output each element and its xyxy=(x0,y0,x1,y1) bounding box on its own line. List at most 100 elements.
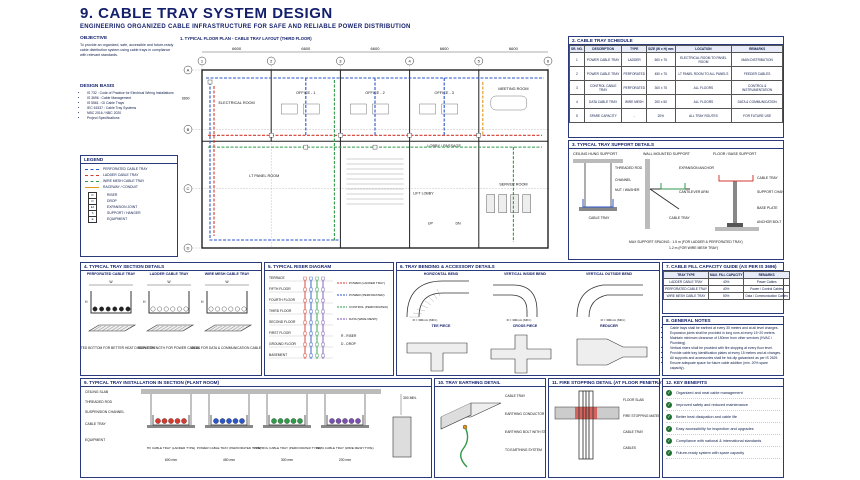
floor-label: FIFTH FLOOR xyxy=(269,287,291,291)
tray-rung xyxy=(92,325,102,332)
benefit-item: ✓Better heat dissipation and cable life xyxy=(666,412,780,423)
table-cell: MAIN DISTRIBUTION xyxy=(731,52,783,67)
bend-radius: R = 300mm (MIN.) xyxy=(601,318,626,322)
tray-rung xyxy=(217,325,227,332)
design-basis-item: NBC 2016 / NBC 2020 xyxy=(87,111,176,116)
legend-label: WIRE MESH CABLE TRAY xyxy=(103,179,145,183)
fire-label: CABLE TRAY xyxy=(623,430,644,434)
floor-label: THIRD FLOOR xyxy=(269,309,292,313)
install-title: 9. TYPICAL TRAY INSTALLATION IN SECTION … xyxy=(81,379,431,387)
objective-panel: OBJECTIVE To provide an organized, safe,… xyxy=(80,36,176,82)
legend-item: RACEWAY / CONDUIT xyxy=(85,184,173,190)
dim-label: 6600 xyxy=(301,46,311,51)
tray-rung xyxy=(208,325,218,332)
drawing-sheet: 9. CABLE TRAY SYSTEM DESIGN ENGINEERING … xyxy=(70,0,790,480)
earthing-label: CABLE TRAY xyxy=(505,394,526,398)
note-item: Ensure adequate space for future cable a… xyxy=(670,361,783,371)
riser-node xyxy=(315,309,319,314)
equipment xyxy=(392,416,412,458)
grid-row-label: B xyxy=(187,127,190,132)
suspension-channel xyxy=(147,425,195,428)
room-label: UP xyxy=(428,221,434,225)
table-header-cell: SIZE (W x H) mm xyxy=(646,45,676,53)
riser-node xyxy=(321,342,325,347)
earthing-title: 10. TRAY EARTHING DETAIL xyxy=(435,379,545,387)
note-item: Vertical risers shall be provided with f… xyxy=(670,346,783,351)
server-rack xyxy=(486,194,495,213)
riser-symbol xyxy=(268,133,274,138)
bend-rung xyxy=(412,312,423,315)
riser-node xyxy=(309,287,313,292)
riser-symbol xyxy=(207,79,213,85)
table-cell: FOR FUTURE USE xyxy=(731,108,783,123)
cable xyxy=(348,418,355,424)
riser-title: 5. TYPICAL RISER DIAGRAM xyxy=(265,263,393,271)
floor-label: SECOND FLOOR xyxy=(269,320,296,324)
legend-item: LADDER CABLE TRAY xyxy=(85,172,173,178)
riser-node xyxy=(321,276,325,281)
legend-symbol-label: RISER xyxy=(107,193,118,197)
grid-col-label: 1 xyxy=(201,59,204,64)
cable xyxy=(355,418,361,424)
tray-rung xyxy=(150,325,160,332)
riser-node xyxy=(321,298,325,303)
grid-col-label: 4 xyxy=(408,59,411,64)
benefits-list: ✓Organized and neat cable management✓Imp… xyxy=(663,388,783,459)
table-cell: 3 xyxy=(569,80,585,95)
check-icon: ✓ xyxy=(666,390,672,396)
schedule-panel: 2. CABLE TRAY SCHEDULE SR. NO.DESCRIPTIO… xyxy=(568,36,784,138)
room-label: ELECTRICAL ROOM xyxy=(219,101,255,105)
tee-piece xyxy=(406,342,468,372)
table-header-cell: DESCRIPTION xyxy=(583,45,623,53)
table-cell: 5 xyxy=(569,108,585,123)
legend-label: PERFORATED CABLE TRAY xyxy=(103,167,148,171)
section-h: H xyxy=(201,300,204,304)
check-icon: ✓ xyxy=(666,414,672,420)
table-cell: 20% xyxy=(646,108,676,123)
riser-node xyxy=(321,309,325,314)
riser-node xyxy=(315,276,319,281)
cable xyxy=(271,418,277,424)
tray-rung xyxy=(235,325,245,332)
section-h: H xyxy=(85,300,88,304)
section-name: LADDER CABLE TRAY xyxy=(150,272,189,276)
horizontal-bend xyxy=(406,280,469,318)
cable xyxy=(329,418,335,424)
fill-title: 7. CABLE FILL CAPACITY GUIDE (AS PER IS … xyxy=(663,263,783,271)
suspension-channel xyxy=(321,425,369,428)
bend-radius: R = 300mm (MIN.) xyxy=(507,318,532,322)
tray-route xyxy=(209,82,341,241)
section-note: IDEAL FOR DATA & COMMUNICATION CABLES xyxy=(191,346,261,350)
bends-title: 6. TRAY BENDING & ACCESSORY DETAILS xyxy=(397,263,659,271)
section-w: W xyxy=(225,280,229,284)
riser-node xyxy=(303,298,307,303)
grid-row-label: A xyxy=(187,68,190,73)
server-rack xyxy=(510,194,519,213)
floor-plan-panel: 1. TYPICAL FLOOR PLAN - CABLE TRAY LAYOU… xyxy=(180,36,564,260)
check-icon: ✓ xyxy=(666,438,672,444)
tray-rung xyxy=(97,325,106,332)
bend-rung xyxy=(428,296,435,303)
cable xyxy=(177,306,182,312)
cable xyxy=(335,418,342,424)
design-basis-panel: DESIGN BASIS IS 732 : Code of Practice f… xyxy=(80,84,176,148)
cable xyxy=(284,418,290,424)
riser-node xyxy=(309,298,313,303)
table-cell: POWER CABLE TRAY xyxy=(583,52,623,67)
table-cell: SPARE CAPACITY xyxy=(583,108,623,123)
bend-rung xyxy=(416,308,426,312)
install-label: THREADED ROD xyxy=(85,400,113,404)
table-header-cell: TYPE xyxy=(621,45,647,53)
install-height: 300 MIN. xyxy=(403,396,417,400)
grid-col-label: 6 xyxy=(547,59,550,64)
cable xyxy=(215,306,221,312)
riser-node xyxy=(309,331,313,336)
cable xyxy=(226,418,232,424)
tray-rung xyxy=(164,325,173,332)
table-header-cell: SR. NO. xyxy=(569,45,585,53)
